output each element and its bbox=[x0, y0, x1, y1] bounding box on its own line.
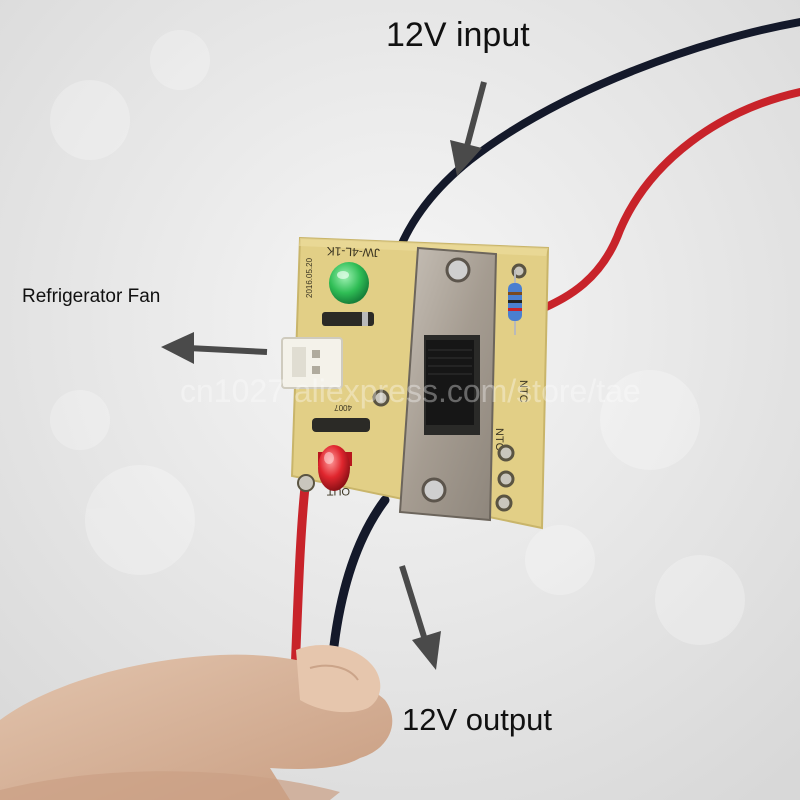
fan-label: Refrigerator Fan bbox=[22, 286, 161, 307]
output-arrow bbox=[399, 565, 441, 670]
thumb bbox=[296, 645, 381, 713]
diode-band bbox=[362, 312, 368, 326]
diode-label: 4007 bbox=[334, 403, 352, 412]
model-text: JW-4L-1K bbox=[326, 244, 380, 260]
diode-component bbox=[322, 312, 374, 326]
red-led bbox=[318, 445, 352, 491]
ntc-label-a: NTC bbox=[517, 380, 529, 403]
switch-slider bbox=[426, 340, 474, 425]
watermark-text: cn1027 aliexpress.com/store/tae bbox=[180, 373, 641, 409]
input-label: 12V input bbox=[386, 16, 530, 54]
lower-component bbox=[312, 418, 370, 432]
fan-connector bbox=[281, 337, 343, 389]
red-output-pad bbox=[297, 474, 315, 492]
fan-arrow bbox=[161, 332, 268, 364]
hand bbox=[0, 645, 393, 800]
ntc-resistor bbox=[508, 270, 522, 335]
date-text: 2016.05.20 bbox=[305, 257, 314, 298]
foam-texture bbox=[50, 30, 745, 645]
green-led bbox=[329, 262, 369, 304]
ntc-label-b: NTC bbox=[493, 428, 505, 451]
slide-switch bbox=[398, 246, 498, 522]
solder-pads bbox=[372, 263, 527, 512]
input-arrow bbox=[450, 81, 487, 176]
switch-bottom-screw bbox=[421, 477, 447, 503]
switch-top-screw bbox=[445, 257, 471, 283]
output-label: 12V output bbox=[402, 702, 552, 737]
